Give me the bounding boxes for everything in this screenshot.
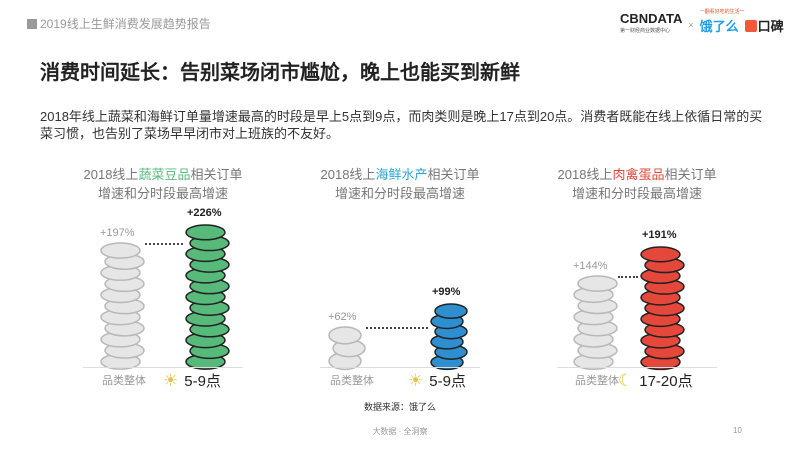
baseline: [557, 367, 717, 368]
panel-title: 2018线上肉禽蛋品相关订单增速和分时段最高增速: [557, 167, 717, 201]
category-highlight: 肉禽蛋品: [612, 167, 665, 182]
sun-icon: ☀: [163, 370, 179, 390]
overall-percent: +197%: [100, 226, 135, 239]
report-title: 2019线上生鲜消费发展趋势报告: [40, 17, 211, 31]
peak-percent: +191%: [642, 228, 677, 241]
page-number: 10: [733, 426, 742, 435]
time-label: 5-9点: [184, 373, 221, 390]
dotted-connector: [366, 326, 428, 329]
peak-percent: +226%: [187, 206, 222, 219]
peak-percent: +99%: [432, 285, 461, 298]
peak-time: ☀ 5-9点: [408, 370, 466, 391]
footer: 大数据 · 全洞察: [372, 427, 428, 436]
koubei-logo: 口碑: [744, 16, 784, 35]
panel-subtitle: 增速和分时段最高增速: [97, 186, 228, 201]
panel-title: 2018线上蔬菜豆品相关订单增速和分时段最高增速: [83, 167, 243, 201]
category-highlight: 蔬菜豆品: [138, 167, 191, 182]
peak-stack-illustration: [430, 302, 468, 370]
data-source: 数据来源：饿了么: [363, 402, 436, 412]
category-overall-label: 品类整体: [330, 375, 374, 387]
baseline: [320, 367, 480, 368]
dotted-connector: [145, 242, 183, 245]
logo-separator: ×: [688, 20, 694, 30]
moon-icon: ☾: [618, 370, 634, 390]
dotted-connector: [618, 275, 638, 278]
peak-time: ☾ 17-20点: [618, 370, 693, 391]
page-title: 消费时间延长：告别菜场闭市尴尬，晚上也能买到新鲜: [40, 62, 520, 84]
eleme-logo: 一翻看好吃的生活一饿了么: [699, 8, 745, 34]
category-overall-label: 品类整体: [102, 375, 146, 387]
report-header: 2019线上生鲜消费发展趋势报告: [27, 15, 211, 32]
baseline: [83, 367, 243, 368]
time-label: 17-20点: [639, 373, 693, 390]
category-highlight: 海鲜水产: [375, 167, 428, 182]
sun-icon: ☀: [408, 370, 424, 390]
peak-time: ☀ 5-9点: [163, 370, 221, 391]
panel-subtitle: 增速和分时段最高增速: [334, 186, 465, 201]
panel-subtitle: 增速和分时段最高增速: [571, 186, 702, 201]
overall-percent: +62%: [328, 310, 357, 323]
description: 2018年线上蔬菜和海鲜订单量增速最高的时段是早上5点到9点，而肉类则是晚上17…: [40, 109, 763, 141]
panel-title: 2018线上海鲜水产相关订单增速和分时段最高增速: [320, 167, 480, 201]
peak-stack-illustration: [185, 224, 230, 370]
overall-stack-illustration: [100, 242, 145, 370]
category-overall-label: 品类整体: [575, 375, 619, 387]
header-square-icon: [27, 18, 37, 29]
peak-stack-illustration: [640, 245, 685, 370]
time-label: 5-9点: [429, 373, 466, 390]
overall-stack-illustration: [573, 274, 618, 370]
overall-percent: +144%: [573, 259, 608, 272]
overall-stack-illustration: [328, 325, 366, 370]
